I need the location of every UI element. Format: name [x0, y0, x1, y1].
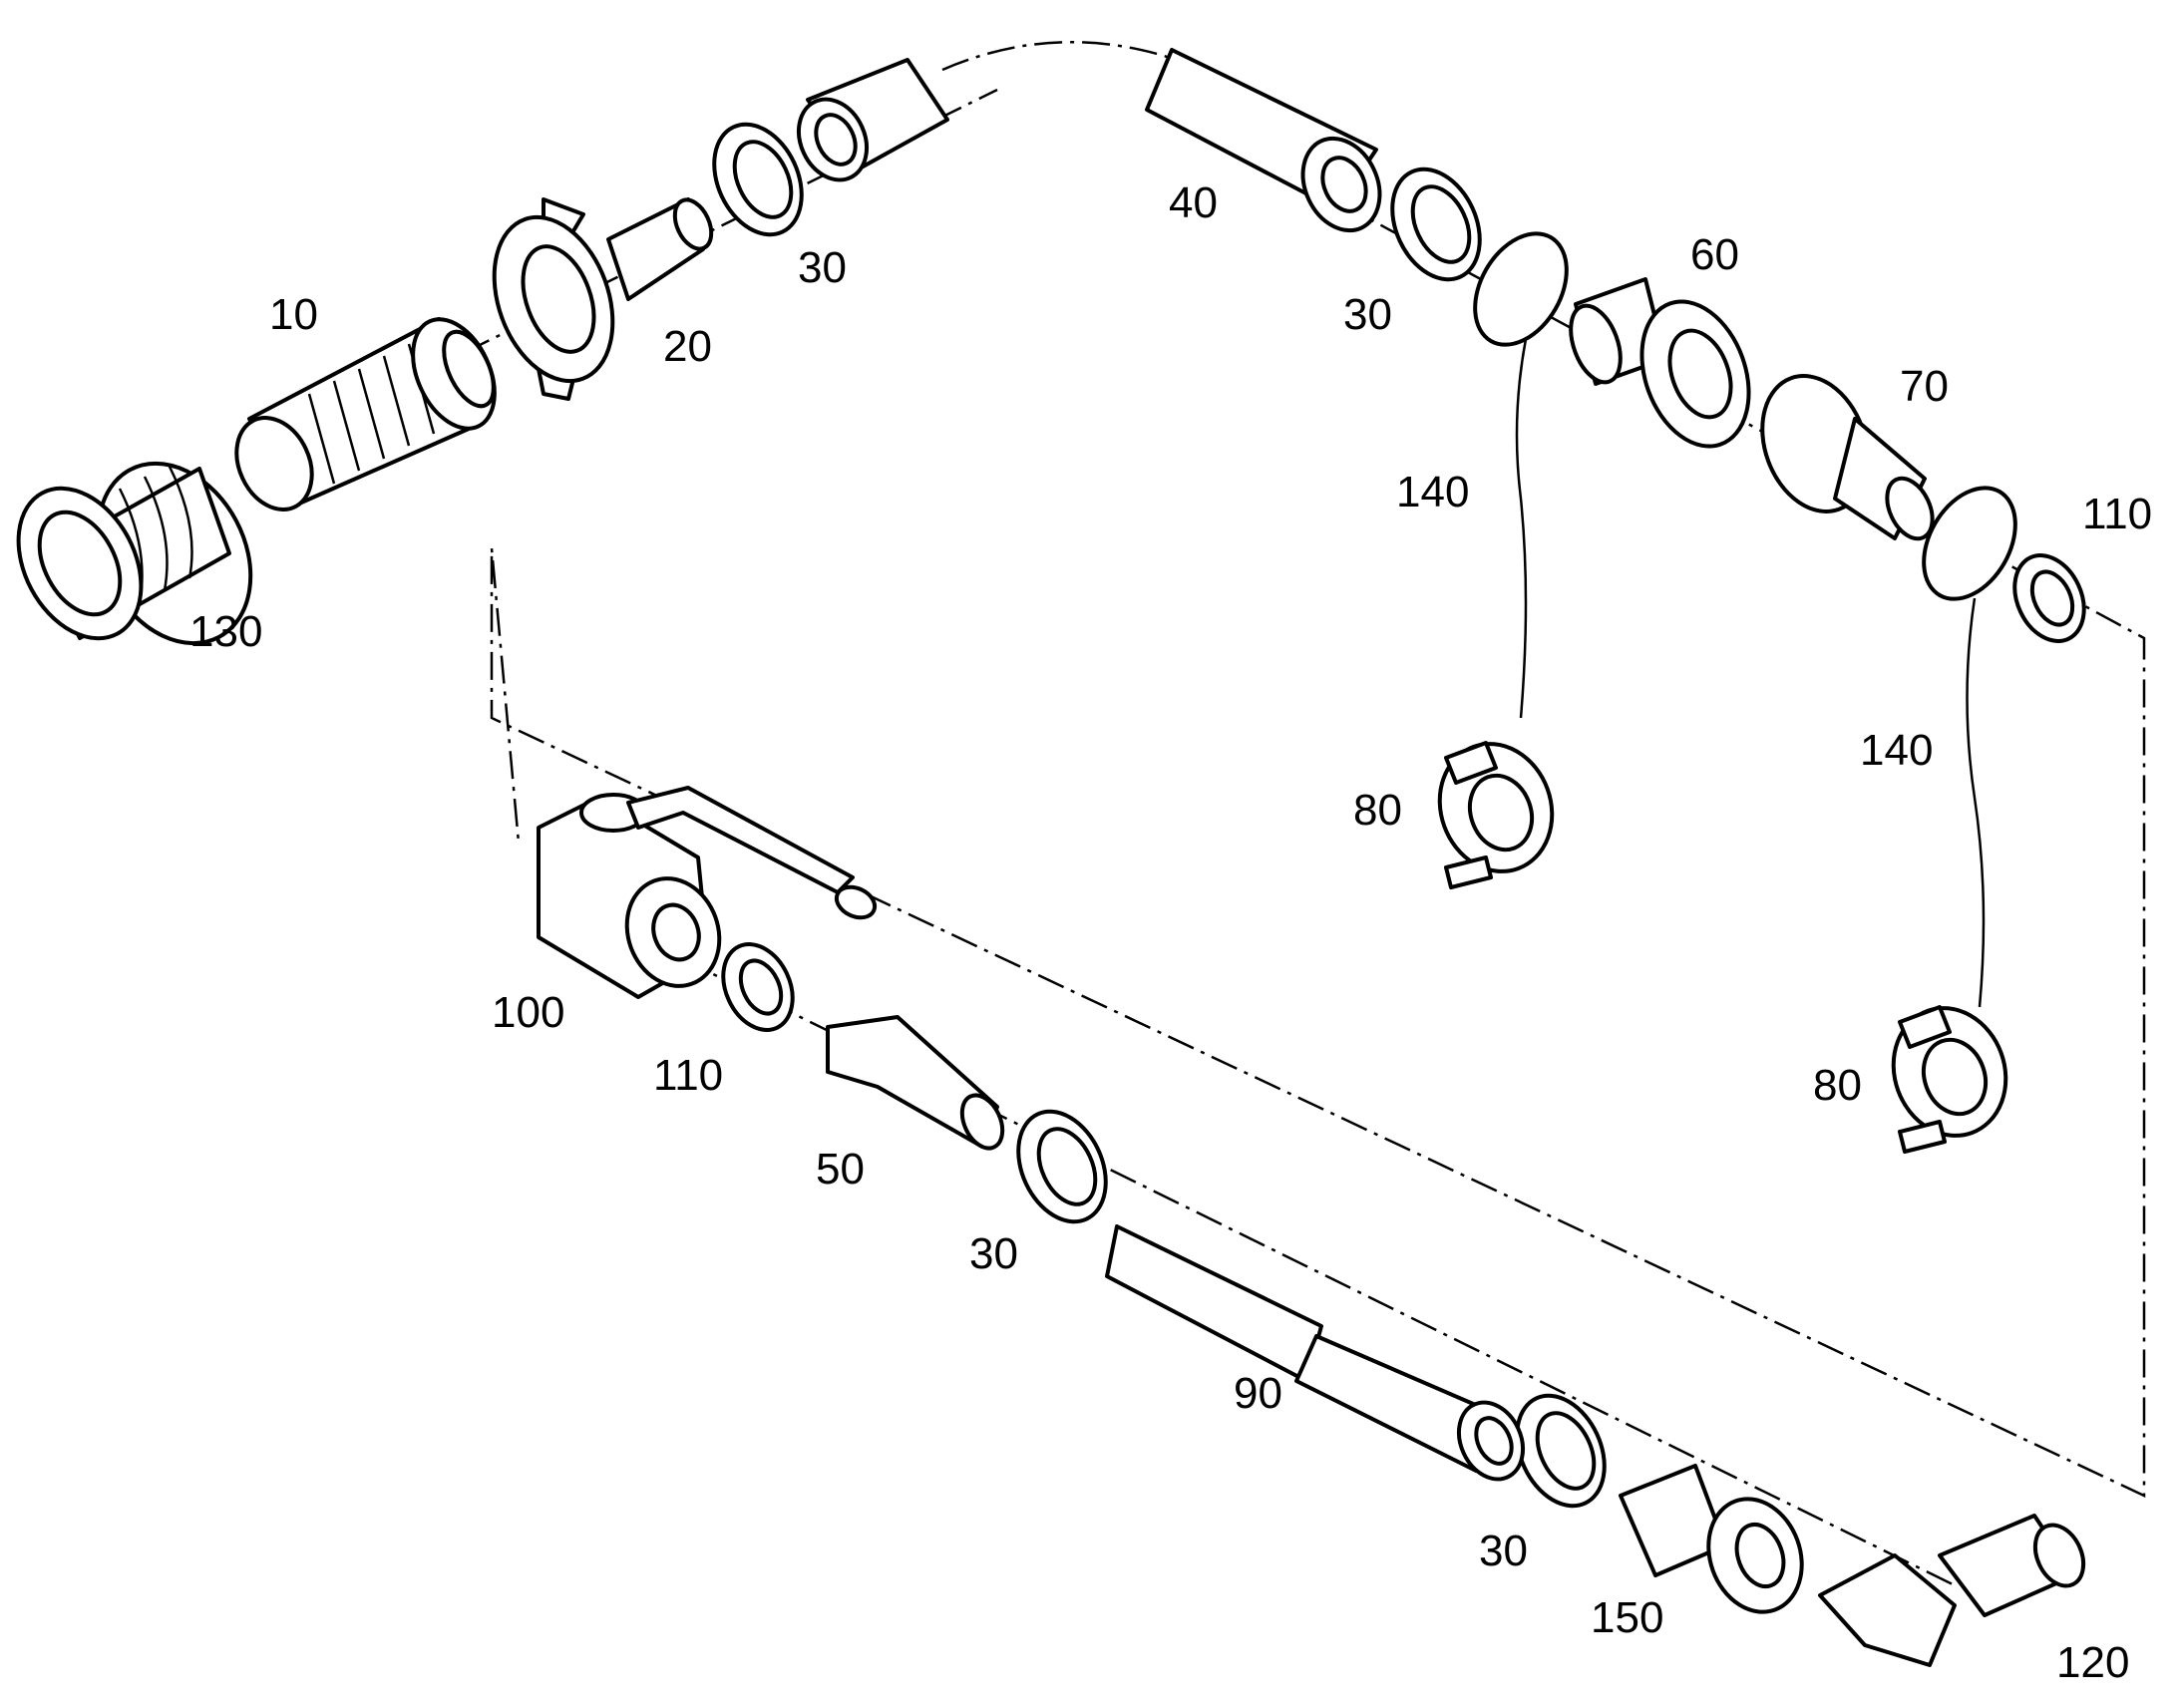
label-30-right: 30	[1343, 290, 1392, 339]
washer-110a	[2012, 553, 2086, 643]
hose-clamp-30d	[1515, 1393, 1607, 1509]
hose-clamp-30a	[712, 122, 804, 237]
elbow-fitting-120	[1818, 1514, 2086, 1667]
hose-90	[1105, 1224, 1526, 1482]
label-30-top: 30	[798, 243, 847, 292]
label-10: 10	[269, 290, 318, 339]
label-20: 20	[663, 322, 712, 371]
label-40: 40	[1169, 178, 1218, 227]
label-70: 70	[1900, 362, 1949, 411]
hose-segment-upper-left	[796, 58, 949, 182]
hose-clamp-30b	[1390, 167, 1482, 282]
label-100: 100	[492, 988, 564, 1037]
label-150: 150	[1591, 1593, 1663, 1642]
coupling-cap-80a	[1437, 741, 1555, 889]
hose-fitting-150	[1619, 1464, 1804, 1614]
label-30-lower-left: 30	[969, 1229, 1018, 1278]
hose-nipple-50	[826, 1015, 1005, 1151]
hose-clamp-30c	[1016, 1109, 1108, 1224]
label-110-right: 110	[2082, 490, 2152, 538]
label-30-lower-right: 30	[1479, 1527, 1528, 1575]
chain-140a	[1473, 231, 1569, 719]
label-80-lower: 80	[1813, 1061, 1862, 1110]
wing-nut-fitting-20	[492, 197, 714, 401]
label-140-lower: 140	[1860, 726, 1933, 775]
label-110-left: 110	[653, 1051, 723, 1100]
label-50: 50	[816, 1145, 865, 1194]
corrugated-sleeve-130	[16, 461, 253, 646]
label-80-upper: 80	[1353, 786, 1402, 835]
label-140-upper: 140	[1396, 468, 1469, 516]
label-120: 120	[2056, 1638, 2129, 1687]
coupling-cap-80b	[1891, 1005, 2008, 1154]
coupling-70	[1760, 374, 1935, 541]
washer-110b	[721, 942, 795, 1032]
strainer-10	[234, 317, 497, 512]
chain-140b	[1922, 486, 2017, 1008]
ball-valve-100	[537, 786, 878, 999]
label-130: 130	[189, 607, 262, 656]
hose-40	[1145, 48, 1382, 233]
label-60: 60	[1690, 230, 1739, 279]
part-number-labels: 10 20 30 40 30 60 70 140 110 130 140 80 …	[189, 178, 2152, 1687]
coupling-60	[1569, 277, 1751, 449]
label-90: 90	[1234, 1369, 1282, 1418]
